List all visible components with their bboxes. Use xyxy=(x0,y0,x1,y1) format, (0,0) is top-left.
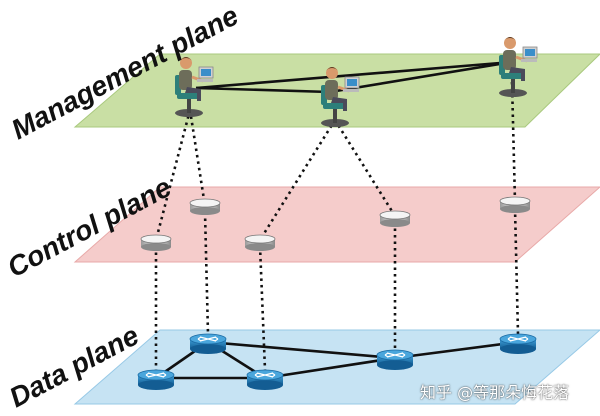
router-switch-icon xyxy=(246,369,284,390)
router-switch-icon xyxy=(137,369,175,390)
controller-disk-icon xyxy=(244,234,276,252)
controller-disk-icon xyxy=(189,198,221,216)
management-links xyxy=(195,60,513,94)
controller-disk-icon xyxy=(379,210,411,228)
router-switch-icon xyxy=(189,333,227,354)
controller-disk-icon xyxy=(140,234,172,252)
router-switch-icon xyxy=(376,349,414,370)
control-links xyxy=(154,81,520,371)
watermark: 知乎 @等那朵悔花落 xyxy=(420,383,570,402)
controller-disk-icon xyxy=(499,196,531,214)
router-switch-icon xyxy=(499,333,537,354)
